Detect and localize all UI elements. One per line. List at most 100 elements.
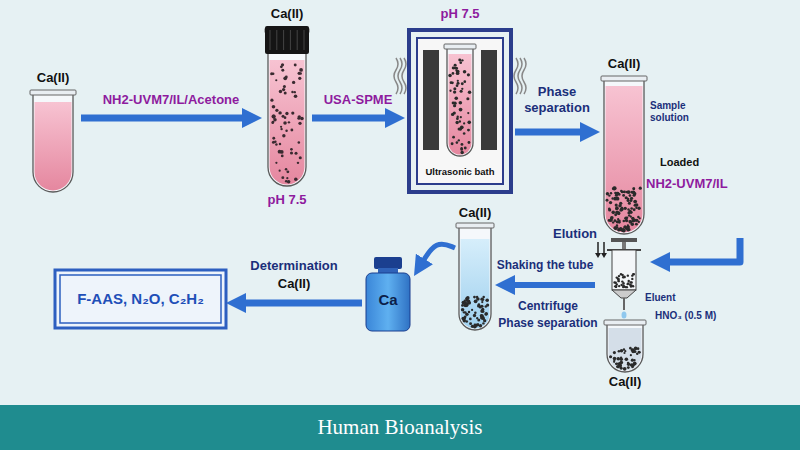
particle: [456, 67, 458, 69]
particle: [467, 73, 470, 76]
particle: [459, 120, 461, 122]
particle: [617, 280, 619, 282]
node-text: Loaded: [660, 156, 730, 169]
particle: [615, 204, 618, 207]
ultrasonic-bath: pH 7.5Ultrasonic bath: [405, 6, 515, 196]
particle: [281, 176, 284, 179]
particle: [627, 274, 629, 276]
particle: [485, 313, 488, 316]
particle: [611, 211, 615, 215]
particle: [633, 188, 635, 190]
bath-inner: [417, 38, 503, 184]
tube-body: [604, 78, 644, 234]
particle: [620, 273, 622, 275]
particle: [608, 208, 610, 210]
drop: [622, 312, 627, 319]
vial: Ca: [362, 255, 414, 333]
particle: [298, 122, 301, 125]
ultrasound-wave: [402, 58, 406, 94]
particle: [299, 156, 302, 159]
particle: [606, 199, 609, 202]
flow-arrow: [421, 244, 455, 264]
particle: [462, 302, 464, 304]
tube-liquid: [609, 328, 642, 371]
step-note: Phase separation: [498, 316, 597, 330]
bath-frame: [409, 30, 511, 192]
particle: [615, 208, 617, 210]
ultrasonic-bath: [394, 30, 526, 192]
particle: [272, 121, 275, 124]
particle: [632, 187, 635, 190]
particle: [622, 194, 625, 197]
eluate-tube: Ca(II): [600, 322, 650, 392]
particle: [616, 357, 620, 361]
particle: [631, 217, 634, 220]
flow-arrow: [509, 282, 595, 288]
sorbent-particles: [448, 59, 471, 155]
result-text: F-AAS, N₂O, C₂H₂: [55, 290, 226, 308]
node-text: pH 7.5: [262, 192, 312, 208]
particle: [294, 91, 296, 93]
particle: [630, 281, 632, 283]
particle: [283, 121, 287, 125]
particle: [290, 148, 293, 151]
particle: [471, 309, 473, 311]
particle: [611, 197, 613, 199]
particle: [291, 91, 293, 93]
particle: [283, 77, 287, 81]
particle: [298, 141, 301, 144]
particle: [284, 92, 287, 95]
test-tube: [444, 44, 476, 156]
particle: [476, 324, 479, 327]
particle: [464, 300, 467, 303]
particle: [632, 273, 634, 275]
particle: [294, 64, 297, 67]
test-tube-shape: [25, 70, 81, 195]
particle: [631, 365, 634, 368]
step-label: Phase separation: [515, 84, 599, 115]
sorbent-particles: [270, 63, 304, 183]
particle: [452, 136, 455, 139]
particle: [464, 317, 466, 319]
particle: [299, 72, 302, 75]
particle: [483, 319, 486, 322]
tube-body: [459, 225, 491, 330]
particle: [477, 304, 480, 307]
particle: [609, 355, 612, 358]
particle: [461, 59, 463, 61]
node-heading: Eluent: [645, 292, 705, 304]
particle: [455, 67, 458, 70]
particle: [463, 80, 466, 83]
particle: [473, 296, 476, 299]
test-tube: Ca(II): [25, 70, 81, 195]
capped-tube-shape: [262, 6, 312, 211]
particle: [465, 320, 468, 323]
particle: [286, 177, 288, 179]
particle: [279, 143, 281, 145]
particle: [459, 61, 462, 64]
particle: [271, 121, 274, 124]
particle: [632, 217, 634, 219]
particle: [460, 147, 462, 149]
particle: [454, 64, 457, 67]
particle: [465, 302, 467, 304]
flow-arrow: [312, 115, 391, 122]
particle: [622, 276, 624, 278]
outer-border: [55, 270, 226, 328]
particle: [287, 180, 291, 184]
tube-liquid: [606, 86, 643, 233]
centrifuge-tube: Ca(II): [455, 205, 495, 330]
particle: [623, 367, 627, 371]
particle: [624, 217, 628, 221]
particle: [280, 126, 282, 128]
step-label: Determination: [250, 258, 337, 274]
particle: [455, 121, 458, 124]
particle: [613, 281, 615, 283]
particle: [469, 322, 472, 325]
centrifuge-tube-shape: [455, 205, 495, 330]
particle: [272, 115, 276, 119]
tube-liquid: [449, 54, 472, 155]
particle: [479, 324, 482, 327]
